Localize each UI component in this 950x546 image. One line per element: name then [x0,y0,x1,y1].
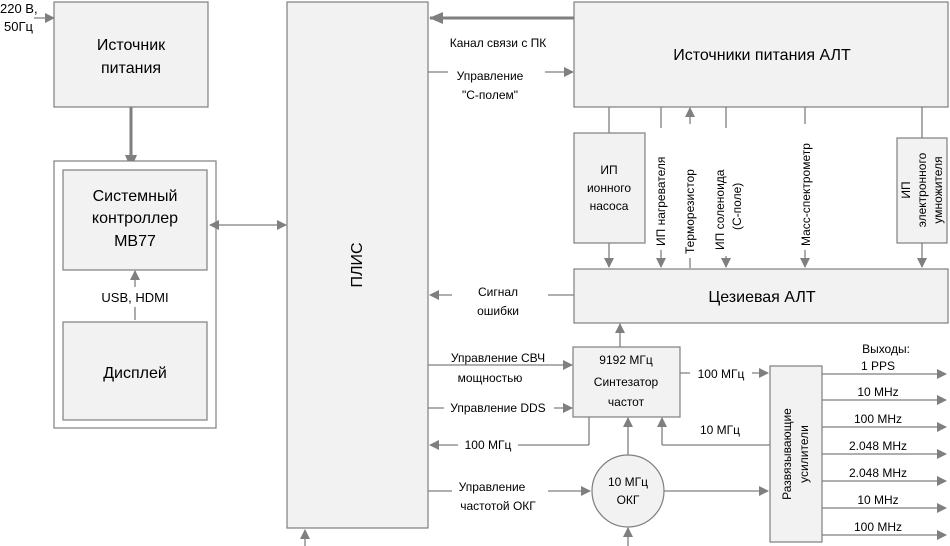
fpga-label: ПЛИС [349,242,366,287]
outputs-title: Выходы: [862,342,910,356]
usb-hdmi-label-bg [90,287,180,307]
solenoid-ps-label-2: (С-поле) [730,183,744,230]
error-signal-label-1: Сигнал [478,285,518,299]
amplifiers-label-1: Развязывающие [780,408,794,500]
alt-power-label: Источники питания АЛТ [673,47,851,64]
label-100mhz-a-bg [690,366,752,382]
input-power-label-2: 50Гц [4,19,33,34]
okg-control-label-2: частотой ОКГ [460,499,536,513]
ion-pump-label-1: ИП [600,163,617,177]
synth-block [572,346,681,418]
okg-label-1: 10 МГц [608,475,648,489]
alt-power-block [573,1,949,108]
output-label: 10 MHz [857,385,898,399]
output-label: 100 MHz [854,412,902,426]
power-source-block [53,1,209,108]
output-label: 2.048 MHz [849,466,907,480]
multiplier-ps-label-2: электронного [915,152,929,227]
synth-label-1: 9192 МГц [599,353,653,367]
cesium-alt-label: Цезиевая АЛТ [708,289,815,306]
okg-label-2: ОКГ [617,493,640,507]
fpga-block [286,1,429,529]
uhf-control-label-1: Управление СВЧ [451,351,545,365]
error-signal-label-2: ошибки [477,304,519,318]
system-controller-block [62,169,208,271]
synth-label-3: частот [608,395,645,409]
amplifiers-label-2: усилители [797,425,811,483]
system-controller-label-3: MB77 [114,233,156,250]
display-block [62,321,208,421]
power-source-label-2: питания [101,60,161,77]
label-100mhz-b: 100 МГц [465,438,512,452]
input-power-label-1: 220 В, [0,1,38,16]
okg-block [591,454,665,528]
heater-ps-label: ИП нагревателя [654,157,668,246]
cesium-alt-block [573,268,949,324]
label-10mhz: 10 МГц [700,423,740,437]
multiplier-ps-label-1: ИП [899,181,913,198]
ion-pump-label-2: ионного [587,181,631,195]
system-controller-label-2: контроллер [92,210,178,227]
uhf-control-label-2: мощностью [458,371,523,385]
ion-pump-label-3: насоса [590,199,629,213]
multiplier-block [896,137,948,244]
display-label: Дисплей [103,365,167,382]
label-100mhz-a: 100 МГц [698,367,745,381]
output-label-bg [840,383,916,398]
output-label-bg [840,410,916,425]
usb-hdmi-label: USB, HDMI [101,290,168,305]
power-source-label-1: Источник [97,37,166,54]
system-controller-label-1: Системный [93,188,178,205]
output-label-bg [840,491,916,506]
output-label: 100 MHz [854,520,902,534]
output-label-bg [840,357,916,372]
okg-control-label-bg [452,479,548,495]
dds-control-label: Управление DDS [450,401,545,415]
output-label-bg [840,437,916,452]
amplifiers-block [769,365,823,543]
c-field-control-label-1: Управление [457,69,524,83]
pc-channel-label: Канал связи с ПК [450,36,547,50]
output-label: 1 PPS [861,359,895,373]
output-label: 10 MHz [857,493,898,507]
output-label-bg [840,518,916,533]
output-label: 2.048 MHz [849,439,907,453]
synth-label-2: Синтезатор [594,375,659,389]
multiplier-ps-label-3: умножителя [931,156,945,223]
mass-spec-label: Масс-спектрометр [799,143,813,246]
c-field-control-label-2: "С-полем" [462,88,518,102]
label-100mhz-b-bg [458,437,518,453]
output-label-bg [840,464,916,479]
thermistor-label: Терморезистор [683,169,697,254]
solenoid-ps-label-1: ИП соленоида [713,169,727,250]
outputs-list: 1 PPS 10 MHz 100 MHz 2.048 MHz 2.048 MHz 10 M… [822,357,947,540]
okg-control-label-1: Управление [459,480,526,494]
dds-control-label-bg [444,400,554,416]
